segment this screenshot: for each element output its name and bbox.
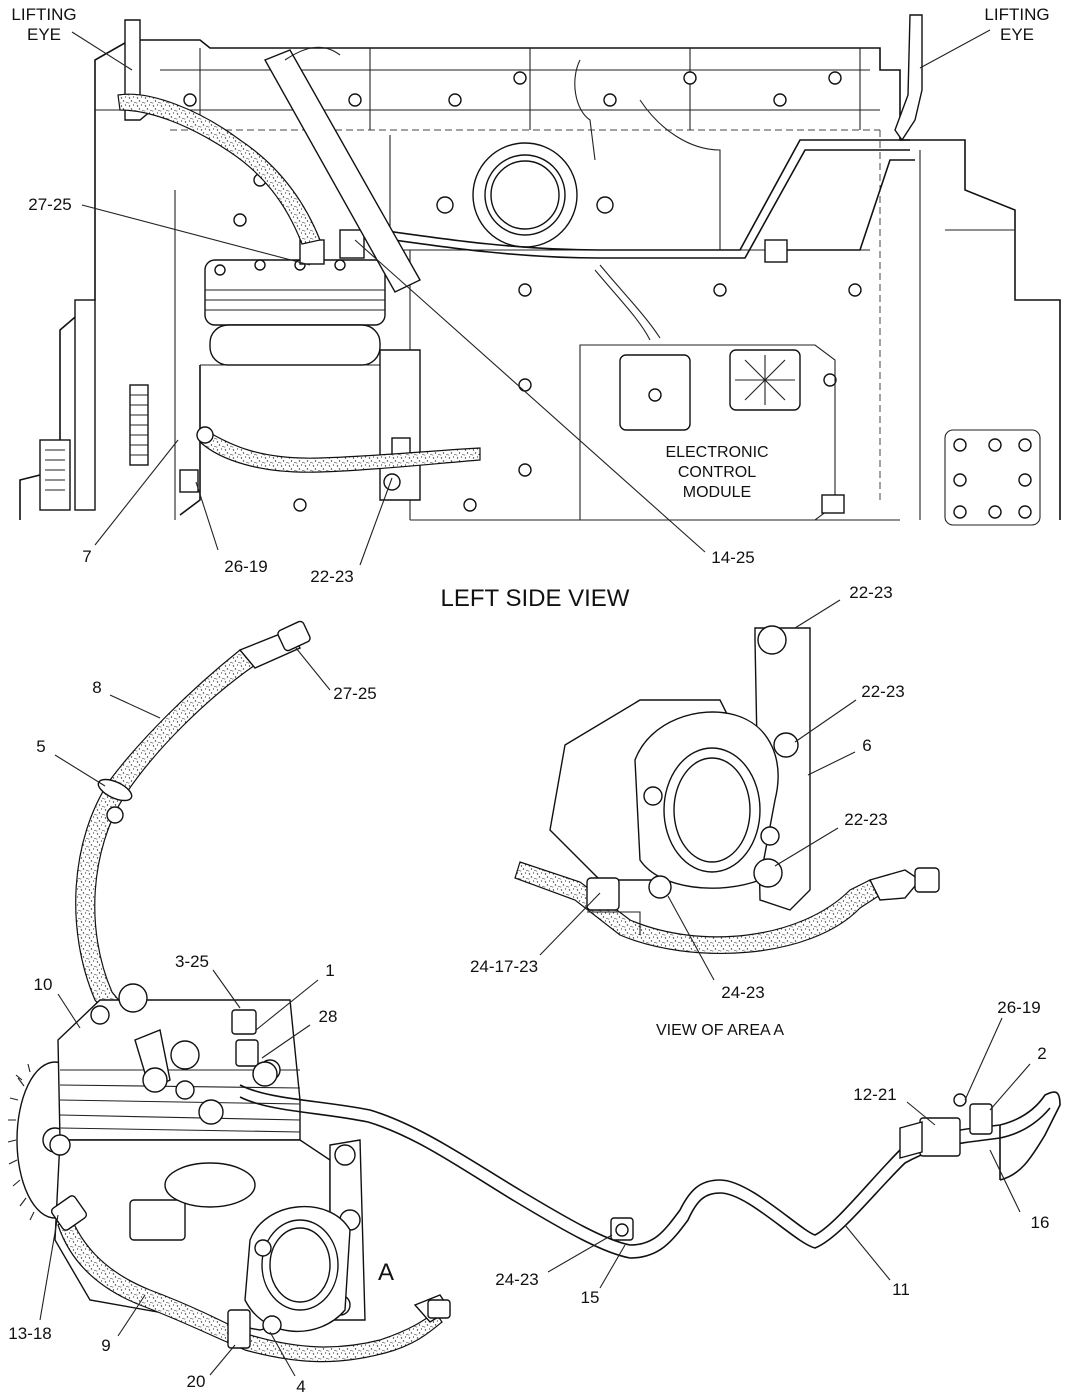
air-compressor-icon — [179, 173, 391, 516]
lifting-eye-right — [894, 14, 923, 142]
ecm-label: ELECTRONIC CONTROL MODULE — [665, 444, 768, 501]
svg-text:LIFTING: LIFTING — [11, 5, 76, 24]
air-line-hose — [199, 429, 481, 473]
area-a-view — [514, 625, 940, 955]
svg-text:LIFTING: LIFTING — [984, 5, 1049, 24]
area-a-marker: A — [378, 1259, 394, 1286]
compressor-detail-view — [7, 620, 1061, 1363]
svg-text:MODULE: MODULE — [683, 484, 751, 501]
callout-27-25-detail: 27-25 — [333, 684, 376, 703]
callout-15: 15 — [581, 1288, 600, 1307]
svg-text:EYE: EYE — [27, 25, 61, 44]
callout-area-a-22-23-lower: 22-23 — [844, 810, 887, 829]
left-side-view-title: LEFT SIDE VIEW — [441, 585, 630, 612]
callout-6: 6 — [862, 736, 871, 755]
callout-7: 7 — [82, 547, 91, 566]
callout-area-a-22-23-top: 22-23 — [849, 583, 892, 602]
callout-3-25: 3-25 — [175, 952, 209, 971]
air-line-hose — [75, 649, 256, 1031]
callout-24-23-detail: 24-23 — [495, 1270, 538, 1289]
callout-24-17-23: 24-17-23 — [470, 957, 538, 976]
lifting-eye-left-label: LIFTING EYE — [11, 5, 76, 44]
lifting-eye-right-label: LIFTING EYE — [984, 5, 1049, 44]
callout-28: 28 — [319, 1007, 338, 1026]
callout-8: 8 — [92, 678, 101, 697]
callout-11: 11 — [892, 1280, 910, 1299]
fuel-line-tube — [379, 149, 910, 259]
callout-14-25: 14-25 — [711, 548, 754, 567]
callout-area-a-22-23-middle: 22-23 — [861, 682, 904, 701]
callout-27-25-top: 27-25 — [28, 195, 71, 214]
air-line-hose — [57, 1214, 443, 1363]
front-cover-port — [436, 142, 614, 248]
fuel-line-tube — [379, 139, 910, 251]
area-a-view-title: VIEW OF AREA A — [656, 1022, 784, 1039]
gear-icon — [129, 384, 149, 466]
air-line-hose — [117, 93, 321, 245]
svg-text:ELECTRONIC: ELECTRONIC — [665, 444, 768, 461]
svg-text:CONTROL: CONTROL — [678, 464, 756, 481]
mounting-bracket — [379, 349, 421, 501]
callout-22-23-top: 22-23 — [310, 567, 353, 586]
callout-2: 2 — [1037, 1044, 1046, 1063]
left-side-view — [19, 14, 1061, 526]
callout-5: 5 — [36, 737, 45, 756]
callout-9: 9 — [101, 1336, 110, 1355]
callout-20: 20 — [187, 1372, 206, 1391]
callout-13-18: 13-18 — [8, 1324, 51, 1343]
callout-26-19-detail: 26-19 — [997, 998, 1040, 1017]
callout-10: 10 — [34, 975, 53, 994]
air-line-hose — [514, 861, 881, 955]
callout-1: 1 — [325, 961, 334, 980]
electronic-control-module-icon — [579, 344, 845, 521]
callout-26-19-top: 26-19 — [224, 557, 267, 576]
fuel-line-tube — [239, 1084, 1061, 1246]
callout-4: 4 — [296, 1377, 305, 1396]
svg-text:EYE: EYE — [1000, 25, 1034, 44]
callout-area-a-24-23: 24-23 — [721, 983, 764, 1002]
callout-12-21: 12-21 — [853, 1085, 896, 1104]
callout-16: 16 — [1031, 1213, 1050, 1232]
